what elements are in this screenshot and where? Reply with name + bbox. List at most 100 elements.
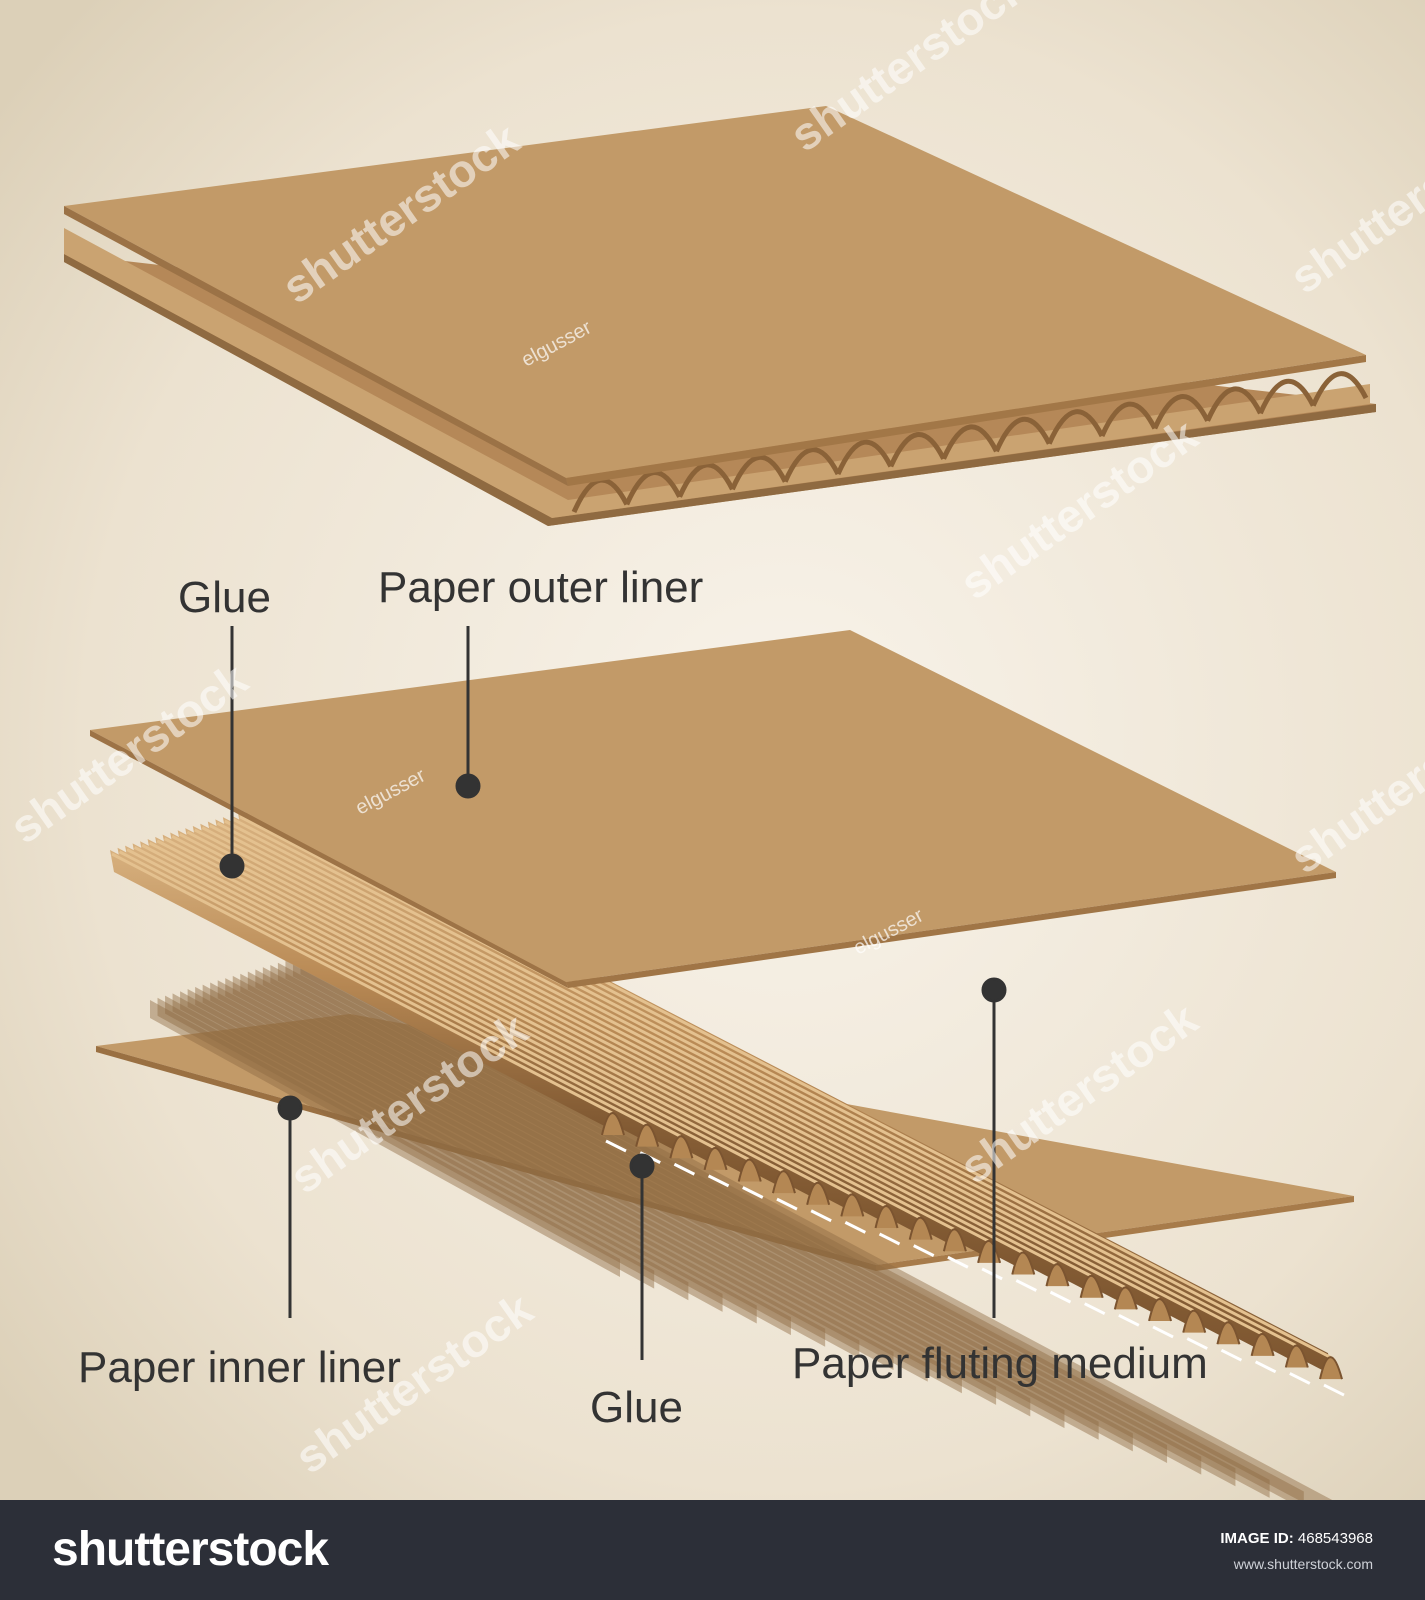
flute-highlight xyxy=(171,835,887,1208)
flute-arch xyxy=(624,470,682,506)
glue-line xyxy=(707,1174,730,1188)
fluting-medium-sheet xyxy=(110,804,1345,1397)
flute-end xyxy=(1284,1344,1309,1368)
image-id-label: IMAGE ID: xyxy=(1220,1530,1294,1547)
flute-highlight xyxy=(163,837,853,1196)
flute-shadow xyxy=(247,971,1065,1429)
glue-line xyxy=(673,1162,696,1176)
flute-highlight xyxy=(186,830,955,1231)
dot-glue-bottom xyxy=(629,1153,655,1179)
dot-outer-liner xyxy=(455,773,481,799)
flute-end xyxy=(806,1182,831,1206)
flute-arch xyxy=(888,432,946,468)
flute-end xyxy=(771,1170,796,1194)
flute-end xyxy=(840,1193,865,1217)
glue-line xyxy=(844,1221,867,1234)
flute-arch xyxy=(994,416,1052,453)
flute-highlight xyxy=(239,815,1194,1312)
outer-liner-sheet xyxy=(90,630,1336,988)
flute-highlight xyxy=(126,848,682,1138)
glue-line xyxy=(947,1255,969,1269)
flute-end xyxy=(1319,1356,1343,1380)
flute-shadow xyxy=(255,969,1099,1440)
flute-end xyxy=(1250,1333,1275,1357)
assembled-flute-waves xyxy=(571,371,1369,514)
flute-shadow xyxy=(157,997,655,1289)
flute-shadow xyxy=(217,980,928,1382)
flute-arch xyxy=(1205,386,1263,422)
label-inner-liner: Paper inner liner xyxy=(78,1343,401,1392)
flute-shadow xyxy=(277,962,1202,1475)
flute-highlight xyxy=(231,817,1160,1301)
flute-shadow xyxy=(195,986,826,1347)
flute-highlight xyxy=(216,822,1092,1278)
flute-end xyxy=(669,1135,694,1159)
flute-arch xyxy=(1046,409,1105,445)
glue-line xyxy=(776,1197,798,1211)
flute-shadow xyxy=(150,1000,620,1277)
flute-highlight xyxy=(194,828,989,1243)
flute-arch xyxy=(1099,401,1158,438)
glue-line xyxy=(981,1267,1003,1281)
footer-brand-logo[interactable]: shutterstock xyxy=(52,1523,329,1576)
flute-shadow xyxy=(172,993,723,1312)
glue-line xyxy=(605,1139,627,1153)
flute-shadow xyxy=(232,975,997,1405)
label-outer-liner: Paper outer liner xyxy=(378,563,704,612)
flute-shadow xyxy=(262,967,1133,1452)
assembled-board xyxy=(64,106,1376,526)
flute-highlight xyxy=(141,843,750,1161)
flute-arch xyxy=(677,462,735,498)
flute-highlight xyxy=(111,852,613,1115)
glue-line xyxy=(913,1244,935,1257)
flute-shadow xyxy=(292,958,1270,1498)
flute-highlight xyxy=(156,839,818,1185)
leader-lines xyxy=(219,626,1007,1360)
flute-end xyxy=(1113,1286,1138,1310)
corrugated-board-diagram xyxy=(0,0,1425,1500)
flute-arch xyxy=(1258,378,1316,415)
flute-end xyxy=(908,1216,933,1240)
diagram-stage: shutterstock shutterstock shutterstock s… xyxy=(0,0,1425,1500)
flute-end xyxy=(1148,1298,1173,1322)
flute-end xyxy=(1182,1309,1207,1333)
flute-shadow xyxy=(180,991,757,1324)
flute-end xyxy=(1216,1321,1241,1345)
flute-highlight xyxy=(133,846,716,1150)
image-id: IMAGE ID: 468543968 xyxy=(1220,1530,1373,1547)
label-fluting-medium: Paper fluting medium xyxy=(792,1339,1208,1388)
flute-highlight xyxy=(148,841,784,1173)
glue-line xyxy=(1220,1348,1243,1362)
glue-line xyxy=(1015,1279,1037,1292)
image-id-value: 468543968 xyxy=(1297,1530,1373,1547)
footer-site-link[interactable]: www.shutterstock.com xyxy=(1233,1556,1373,1572)
flute-end xyxy=(874,1205,899,1229)
glue-line xyxy=(810,1209,832,1223)
flute-arch xyxy=(730,454,788,491)
flute-end xyxy=(737,1158,762,1182)
glue-line xyxy=(1083,1302,1106,1316)
flute-end xyxy=(601,1112,625,1136)
flute-ridge xyxy=(110,850,614,1131)
flute-arch xyxy=(1310,371,1369,407)
flute-shadow xyxy=(210,982,894,1370)
flute-shadow xyxy=(225,978,962,1394)
flute-highlight xyxy=(224,819,1126,1289)
flute-end xyxy=(1045,1263,1070,1287)
flute-arch xyxy=(941,424,999,460)
flute-highlight xyxy=(118,850,647,1126)
flute-highlight xyxy=(209,824,1058,1266)
label-glue-top: Glue xyxy=(178,573,271,622)
glue-line xyxy=(1254,1360,1277,1374)
glue-line xyxy=(1186,1337,1208,1350)
flute-shadow xyxy=(285,960,1236,1487)
flute-end xyxy=(1079,1274,1104,1298)
flute-end xyxy=(942,1228,967,1252)
flute-shadow xyxy=(240,973,1031,1417)
flute-arch xyxy=(835,439,894,476)
label-glue-bottom: Glue xyxy=(590,1383,683,1432)
assembled-top-liner xyxy=(64,106,1366,478)
glue-line xyxy=(1118,1314,1140,1327)
glue-line xyxy=(1152,1325,1174,1339)
glue-line xyxy=(878,1232,901,1246)
